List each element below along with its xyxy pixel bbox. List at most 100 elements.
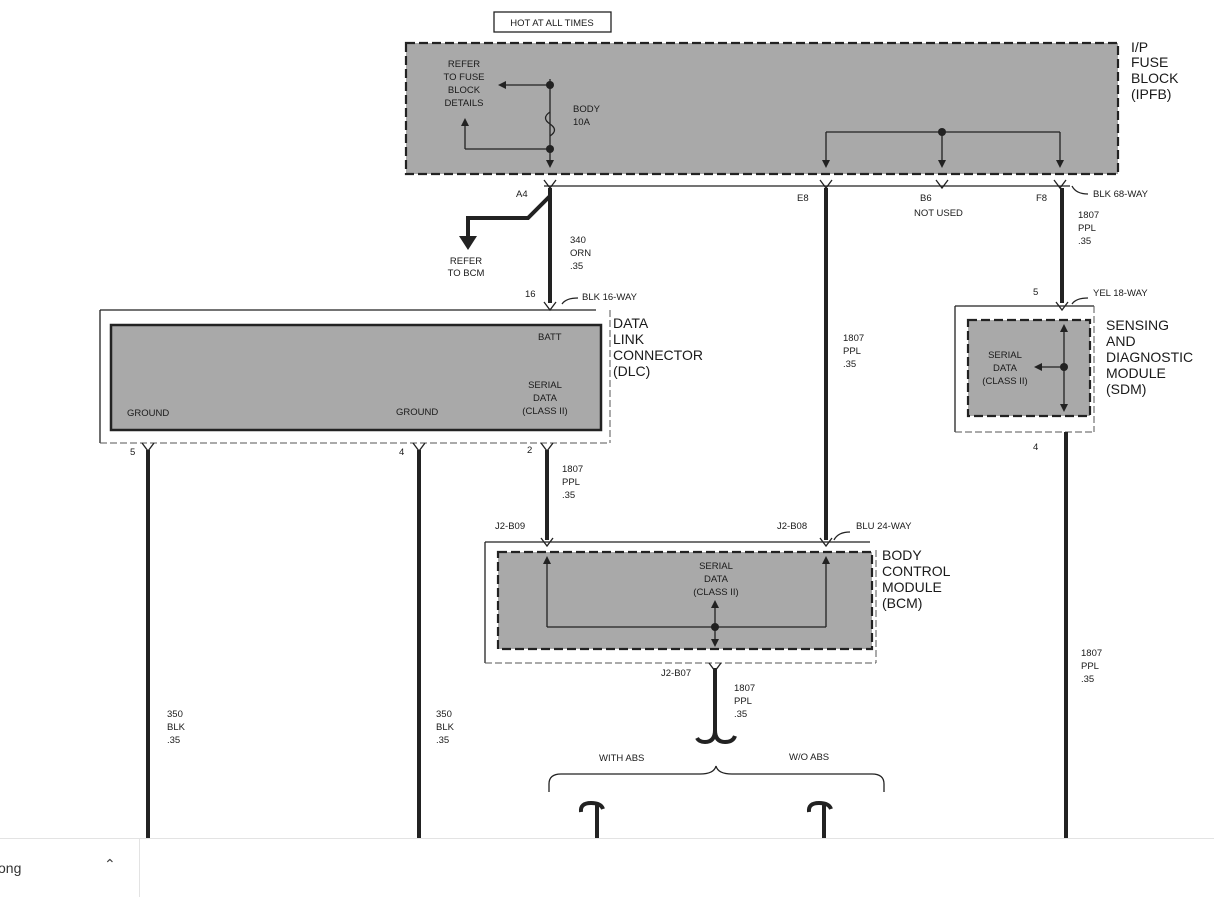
w1807-bcm-1: 1807 — [734, 683, 755, 694]
sdm-serial-1: SERIAL — [988, 350, 1022, 361]
bcm-connector: BLU 24-WAY — [856, 521, 912, 532]
dlc-batt: BATT — [538, 332, 562, 343]
fuse-block-connector: BLK 68-WAY — [1093, 189, 1149, 200]
hot-at-all-times-label: HOT AT ALL TIMES — [493, 11, 612, 33]
sdm-serial-3: (CLASS II) — [982, 376, 1027, 387]
refer-fuse-4: DETAILS — [445, 98, 484, 109]
bcm-name-4: (BCM) — [882, 595, 922, 611]
refer-fuse-1: REFER — [448, 59, 480, 70]
sdm-connector: YEL 18-WAY — [1093, 288, 1148, 299]
wire-1807-bcm — [713, 668, 737, 745]
fuse-block-name-2: FUSE — [1131, 54, 1168, 70]
pin-dlc-16: 16 — [525, 289, 536, 300]
w350b-2: BLK — [436, 722, 455, 733]
dlc-connector: BLK 16-WAY — [582, 292, 638, 303]
dlc-name-4: (DLC) — [613, 363, 650, 379]
chevron-up-icon[interactable]: ⌃ — [104, 857, 116, 873]
bcm-name-2: CONTROL — [882, 563, 951, 579]
pin-e8: E8 — [797, 193, 809, 204]
w1807-f8-1: 1807 — [1078, 210, 1099, 221]
w1807-sdm-1: 1807 — [1081, 648, 1102, 659]
w340-1: 340 — [570, 235, 586, 246]
w340-3: .35 — [570, 261, 583, 272]
refer-bcm-wire — [466, 194, 552, 238]
pin-j2-b09: J2-B09 — [495, 521, 525, 532]
dlc-serial-2: DATA — [533, 393, 558, 404]
pin-dlc-2: 2 — [527, 445, 532, 456]
data-link-connector: 16 BLK 16-WAY BATT SERIAL DATA (CLASS II… — [99, 289, 703, 458]
w1807-dlc-2: PPL — [562, 477, 580, 488]
download-bar: ong ⌃ — [0, 838, 1214, 897]
sdm-name-1: SENSING — [1106, 317, 1169, 333]
dlc-ground-1: GROUND — [127, 408, 169, 419]
download-file-name[interactable]: ong — [0, 860, 22, 876]
with-abs-label: WITH ABS — [599, 753, 644, 764]
pin-dlc-4: 4 — [399, 447, 404, 458]
fuse-block-name-3: BLOCK — [1131, 70, 1179, 86]
bcm-name-3: MODULE — [882, 579, 942, 595]
pin-sdm-5: 5 — [1033, 287, 1038, 298]
refer-bcm-1: REFER — [450, 256, 482, 267]
body-control-module: J2-B09 J2-B08 BLU 24-WAY SERIAL DATA (CL… — [484, 521, 951, 679]
w350a-2: BLK — [167, 722, 186, 733]
w1807-e8-2: PPL — [843, 346, 861, 357]
w1807-f8-2: PPL — [1078, 223, 1096, 234]
w340-2: ORN — [570, 248, 591, 259]
w350a-3: .35 — [167, 735, 180, 746]
fuse-block-name-4: (IPFB) — [1131, 86, 1171, 102]
bcm-serial-1: SERIAL — [699, 561, 733, 572]
refer-bcm-2: TO BCM — [448, 268, 485, 279]
dlc-name-3: CONNECTOR — [613, 347, 703, 363]
pin-b6-note: NOT USED — [914, 208, 963, 219]
without-abs-label: W/O ABS — [789, 752, 829, 763]
w1807-dlc-3: .35 — [562, 490, 575, 501]
dlc-serial-1: SERIAL — [528, 380, 562, 391]
splice-icon — [695, 729, 717, 745]
w350b-3: .35 — [436, 735, 449, 746]
bcm-name-1: BODY — [882, 547, 922, 563]
w350a-1: 350 — [167, 709, 183, 720]
dlc-name-1: DATA — [613, 315, 649, 331]
bcm-serial-2: DATA — [704, 574, 729, 585]
fuse-label-1: BODY — [573, 104, 601, 115]
sensing-diagnostic-module: 5 YEL 18-WAY SERIAL DATA (CLASS II) SENS… — [954, 287, 1193, 453]
pin-b6: B6 — [920, 193, 932, 204]
abs-options-brace — [548, 765, 885, 792]
arrow-down-icon — [459, 236, 477, 250]
sdm-name-5: (SDM) — [1106, 381, 1146, 397]
w1807-sdm-2: PPL — [1081, 661, 1099, 672]
pin-a4: A4 — [516, 189, 528, 200]
w1807-e8-1: 1807 — [843, 333, 864, 344]
fuse-block: I/P FUSE BLOCK (IPFB) REFER TO FUSE BLOC… — [404, 39, 1179, 176]
w1807-f8-3: .35 — [1078, 236, 1091, 247]
w1807-sdm-3: .35 — [1081, 674, 1094, 685]
w1807-bcm-3: .35 — [734, 709, 747, 720]
dlc-name-2: LINK — [613, 331, 645, 347]
w1807-dlc-1: 1807 — [562, 464, 583, 475]
wiring-diagram: HOT AT ALL TIMES I/P FUSE BLOCK (IPFB) R… — [99, 11, 1193, 838]
pin-j2-b07: J2-B07 — [661, 668, 691, 679]
pin-j2-b08: J2-B08 — [777, 521, 807, 532]
sdm-name-2: AND — [1106, 333, 1136, 349]
sdm-name-4: MODULE — [1106, 365, 1166, 381]
header-text: HOT AT ALL TIMES — [510, 18, 593, 29]
pin-f8: F8 — [1036, 193, 1047, 204]
pin-sdm-4: 4 — [1033, 442, 1038, 453]
bcm-serial-3: (CLASS II) — [693, 587, 738, 598]
dlc-serial-3: (CLASS II) — [522, 406, 567, 417]
fuse-block-name-1: I/P — [1131, 39, 1148, 55]
fuse-symbol-icon — [544, 111, 556, 137]
w350b-1: 350 — [436, 709, 452, 720]
pin-dlc-5: 5 — [130, 447, 135, 458]
dlc-ground-2: GROUND — [396, 407, 438, 418]
without-abs-splice-icon — [806, 800, 833, 838]
refer-fuse-2: TO FUSE — [444, 72, 485, 83]
w1807-e8-3: .35 — [843, 359, 856, 370]
w1807-bcm-2: PPL — [734, 696, 752, 707]
sdm-name-3: DIAGNOSTIC — [1106, 349, 1193, 365]
fuse-label-2: 10A — [573, 117, 591, 128]
sdm-serial-2: DATA — [993, 363, 1018, 374]
download-item[interactable]: ong ⌃ — [0, 839, 140, 897]
with-abs-splice-icon — [578, 800, 605, 838]
refer-fuse-3: BLOCK — [448, 85, 481, 96]
